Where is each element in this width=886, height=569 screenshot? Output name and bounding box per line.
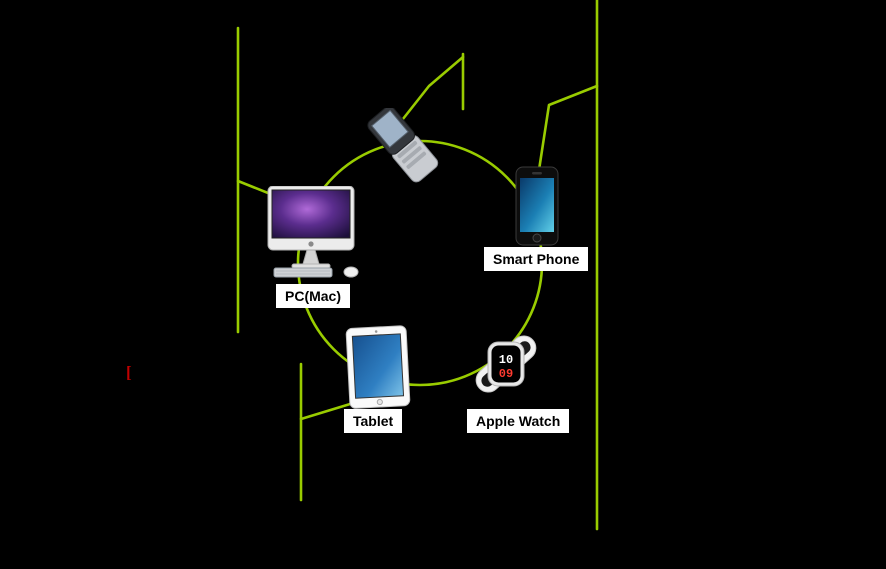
imac-base (291, 263, 331, 269)
pc-mac-device (262, 186, 366, 280)
feature-phone-keys (406, 151, 427, 169)
keyboard-icon (273, 267, 333, 278)
mouse-icon (343, 266, 359, 278)
apple-logo-icon (308, 241, 314, 247)
tablet-camera (374, 330, 378, 333)
watch-screen (491, 345, 521, 383)
feature-phone-screen (371, 109, 409, 148)
feature-phone-device (358, 108, 454, 188)
smart-phone-device (513, 166, 563, 248)
imac-stand (302, 249, 320, 265)
pc-mac-label: PC(Mac) (276, 284, 351, 308)
tablet-device (344, 323, 414, 410)
apple-watch-icon: 10 09 (475, 335, 537, 393)
imac-screen (271, 189, 351, 239)
tablet-label: Tablet (344, 409, 403, 433)
smart-phone-screen (520, 178, 554, 232)
apple-watch-device: 10 09 (464, 323, 548, 405)
home-button-icon (532, 233, 542, 243)
apple-watch-label: Apple Watch (467, 409, 570, 433)
tablet-screen (351, 333, 405, 399)
cable-top-diagonal (397, 55, 465, 126)
tablet-icon (345, 325, 411, 409)
smart-phone-icon (515, 166, 559, 246)
home-button-icon (376, 398, 383, 406)
smart-phone-label: Smart Phone (484, 247, 589, 271)
feature-phone-icon (367, 108, 439, 183)
watch-time-hour: 10 (499, 353, 513, 367)
smart-phone-speaker (532, 172, 542, 175)
red-bracket-artifact: [ (126, 363, 132, 382)
cable-right-branch (537, 84, 599, 172)
feature-phone-keys (397, 140, 418, 159)
watch-time-minute: 09 (499, 367, 513, 381)
feature-phone-keys (401, 146, 422, 164)
imac-icon (267, 186, 359, 278)
